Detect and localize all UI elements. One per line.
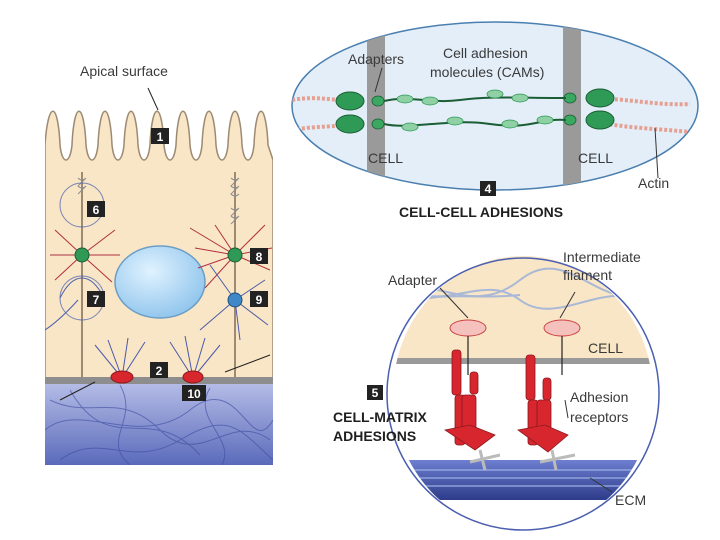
adhesion-receptors-label-line2: receptors <box>570 409 628 425</box>
hemidesmosome-2 <box>110 370 134 384</box>
cell-cell-adhesions-title: CELL-CELL ADHESIONS <box>399 204 563 220</box>
badge-10: 10 <box>182 385 206 401</box>
apical-surface-label: Apical surface <box>80 63 168 79</box>
badge-5: 5 <box>367 385 383 400</box>
badge-9: 9 <box>250 291 268 307</box>
svg-text:2: 2 <box>156 364 163 378</box>
badge-2: 2 <box>150 362 168 378</box>
intermediate-label-line2: filament <box>563 267 612 283</box>
svg-text:1: 1 <box>157 130 164 144</box>
right-membrane <box>563 22 581 190</box>
badge-6: 6 <box>87 201 105 217</box>
svg-text:10: 10 <box>187 387 201 401</box>
badge-1: 1 <box>151 128 169 144</box>
hemidesmosome-10 <box>182 370 204 384</box>
svg-text:7: 7 <box>93 293 100 307</box>
cell-matrix-title-line2: ADHESIONS <box>333 428 416 444</box>
svg-text:4: 4 <box>485 182 492 196</box>
cell-matrix-adhesion-inset <box>386 256 660 531</box>
receptor-right <box>517 354 569 453</box>
cell-cell-adhesion-inset <box>291 21 699 191</box>
left-membrane <box>367 22 385 190</box>
svg-text:8: 8 <box>256 250 263 264</box>
extracellular-matrix <box>45 380 273 465</box>
basement-membrane <box>45 377 273 384</box>
badge-4: 4 <box>480 181 496 196</box>
adhesion-receptors-label-line1: Adhesion <box>570 389 628 405</box>
junction-8-sphere <box>227 247 243 263</box>
epithelial-tissue <box>45 87 273 465</box>
adapters-label: Adapters <box>348 51 404 67</box>
receptor-left <box>443 349 496 451</box>
cams-label-line2: molecules (CAMs) <box>430 64 544 80</box>
junction-6-sphere <box>74 247 90 263</box>
svg-text:9: 9 <box>256 293 263 307</box>
ecm-label: ECM <box>615 492 646 508</box>
svg-text:5: 5 <box>372 386 379 400</box>
nucleus <box>114 245 206 319</box>
intermediate-label-line1: Intermediate <box>563 249 641 265</box>
badge-7: 7 <box>87 291 105 307</box>
cell-matrix-title-line1: CELL-MATRIX <box>333 409 427 425</box>
adapter-label: Adapter <box>388 272 437 288</box>
cams-label-line1: Cell adhesion <box>443 45 528 61</box>
cell-bottom-label: CELL <box>588 340 623 356</box>
svg-text:6: 6 <box>93 203 100 217</box>
actin-label: Actin <box>638 175 669 191</box>
junction-9-sphere <box>227 292 243 308</box>
cell-left-label: CELL <box>368 150 403 166</box>
cell-right-label: CELL <box>578 150 613 166</box>
badge-8: 8 <box>250 248 268 264</box>
